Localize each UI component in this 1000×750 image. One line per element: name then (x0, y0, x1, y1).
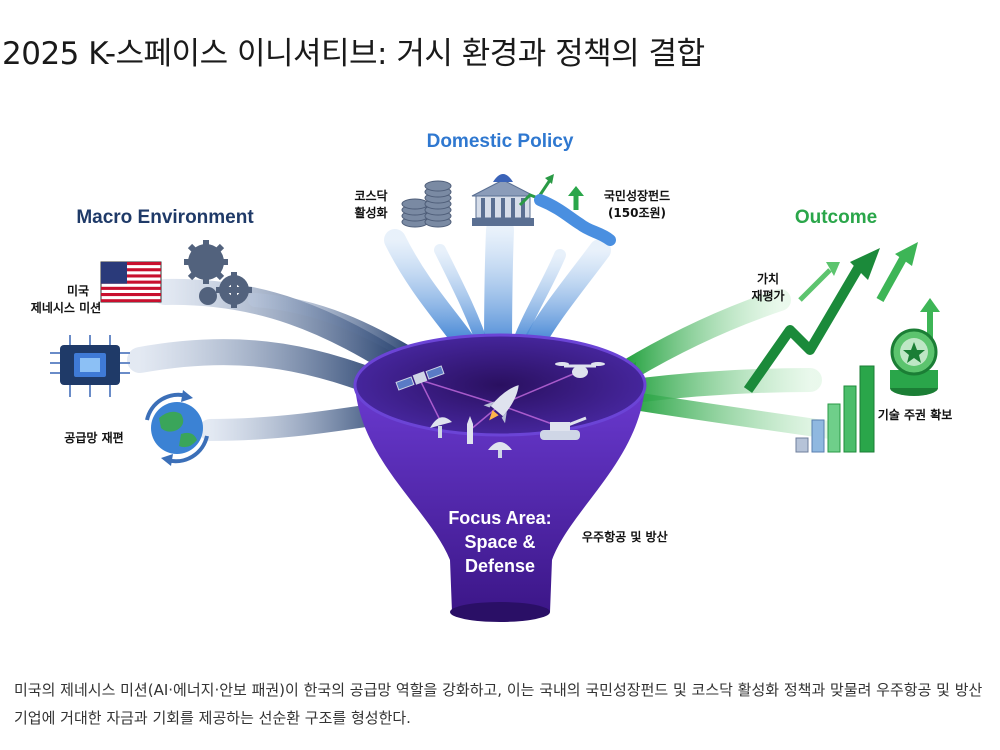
macro-environment-heading: Macro Environment (76, 207, 254, 228)
us-flag-icon (101, 262, 161, 302)
sovereignty-label: 기술 주권 확보 (878, 407, 953, 422)
river-icon (540, 186, 610, 240)
aerospace-label: 우주항공 및 방산 (582, 529, 668, 544)
kosdaq-label-line2: 활성화 (354, 205, 387, 220)
supply-chain-label: 공급망 재편 (64, 430, 123, 445)
revalue-label-line1: 가치 (757, 271, 779, 286)
genesis-label-line1: 미국 (67, 283, 89, 298)
medal-icon (890, 330, 938, 396)
funnel-line-3: Defense (465, 556, 535, 576)
outcome-arrows (604, 242, 940, 430)
chip-icon (50, 335, 130, 397)
fund-label-line2: (150조원) (608, 206, 666, 220)
fund-label-line1: 국민성장펀드 (604, 188, 670, 203)
funnel (355, 335, 645, 622)
caption-text: 미국의 제네시스 미션(AI·에너지·안보 패권)이 한국의 공급망 역할을 강… (14, 676, 986, 732)
coin-stack-icon (402, 181, 451, 227)
kosdaq-label-line1: 코스닥 (354, 188, 387, 203)
funnel-line-1: Focus Area: (448, 508, 551, 528)
funnel-line-2: Space & (464, 532, 535, 552)
page-title: 2025 K-스페이스 이니셔티브: 거시 환경과 정책의 결합 (2, 28, 705, 73)
infographic-diagram: Macro Environment Domestic Policy Outcom… (0, 110, 1000, 650)
globe-icon (147, 390, 207, 466)
domestic-policy-heading: Domestic Policy (427, 131, 574, 152)
revalue-label-line2: 재평가 (751, 288, 784, 303)
genesis-label-line2: 제네시스 미션 (31, 300, 101, 315)
outcome-heading: Outcome (795, 207, 877, 228)
